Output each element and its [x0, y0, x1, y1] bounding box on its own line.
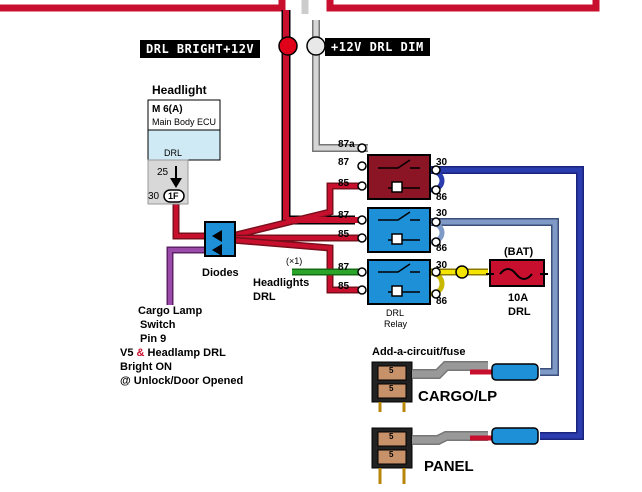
relay1-87: 87 [338, 157, 350, 168]
fuse-name: DRL [508, 306, 531, 318]
cargo-butt-connector [491, 363, 539, 381]
relay2-86: 86 [436, 243, 448, 254]
headlight-heading: Headlight [152, 83, 207, 97]
ecu-output-wire-fill [174, 200, 210, 238]
x1-label: (×1) [286, 256, 303, 266]
bright-on-label: Bright ON [120, 361, 172, 373]
cargo-fuse-5-bottom: 5 [389, 384, 394, 393]
drl-dim-tag: +12V DRL DIM [325, 38, 430, 56]
cargo-lamp-label-3: Pin 9 [140, 333, 167, 345]
ecu-drl-label: DRL [164, 148, 183, 158]
relay3-30: 30 [436, 260, 448, 271]
headlights-drl-label-2: DRL [253, 291, 276, 303]
panel-butt-connector [491, 427, 539, 445]
relay-2 [367, 207, 431, 253]
top-bright-wire [0, 0, 286, 12]
drl-relay-label-1: DRL [386, 308, 405, 318]
v5-prefix: V5 [120, 347, 134, 359]
relay1-30: 30 [436, 157, 448, 168]
dim-connector [306, 36, 326, 56]
cargo-lamp-label-2: Switch [140, 319, 176, 331]
bright-connector [278, 36, 298, 56]
relay3-86: 86 [436, 296, 448, 307]
relay3-85: 85 [338, 281, 350, 292]
drl-bright-tag: DRL BRIGHT+12V [140, 40, 261, 58]
fuse-icon [499, 268, 533, 280]
ampersand: & [136, 347, 145, 359]
diodes-label: Diodes [202, 267, 239, 279]
relay2-30: 30 [436, 208, 448, 219]
cargo-lp-label: CARGO/LP [418, 388, 498, 405]
ecu-model: M 6(A) [152, 104, 183, 115]
bat-fuse-box [489, 259, 545, 287]
panel-fuse-5-top: 5 [389, 432, 394, 441]
dim-wire-fill [313, 20, 368, 151]
fuse-rating: 10A [508, 292, 529, 304]
relay1-85: 85 [338, 178, 350, 189]
yellow-connector [455, 265, 469, 279]
ecu-name: Main Body ECU [152, 117, 217, 127]
cargo-lamp-label-1: Cargo Lamp [138, 305, 203, 317]
add-a-circuit-label: Add-a-circuit/fuse [372, 346, 466, 358]
pin-1f-badge [163, 189, 185, 203]
headlights-drl-label-1: Headlights [253, 277, 310, 289]
ecu-pin-25: 25 [157, 167, 169, 178]
relay2-87: 87 [338, 210, 350, 221]
drl-relay-label-2: Relay [384, 319, 408, 329]
relay1-87a: 87a [338, 139, 355, 150]
ecu-drl-block [147, 129, 221, 161]
panel-fuse-5-bottom: 5 [389, 450, 394, 459]
relay-3 [367, 259, 431, 305]
relay1-86: 86 [436, 192, 448, 203]
panel-fuse-tap [371, 427, 413, 484]
top-bright-wire-right [326, 0, 600, 12]
ecu-pin-30: 30 [148, 191, 160, 202]
v5-suffix: Headlamp DRL [147, 347, 226, 359]
relay3-87: 87 [338, 262, 350, 273]
panel-label: PANEL [424, 458, 474, 475]
cargo-lamp-wire [166, 246, 205, 305]
cargo-fuse-tap [371, 361, 413, 412]
v5-headlamp-label: V5 & Headlamp DRL [120, 347, 226, 359]
cargo-fuse-5-top: 5 [389, 366, 394, 375]
bat-label: (BAT) [504, 246, 534, 258]
relay2-85: 85 [338, 229, 350, 240]
ecu-pin-1f: 1F [168, 191, 179, 201]
unlock-label: @ Unlock/Door Opened [120, 375, 244, 387]
